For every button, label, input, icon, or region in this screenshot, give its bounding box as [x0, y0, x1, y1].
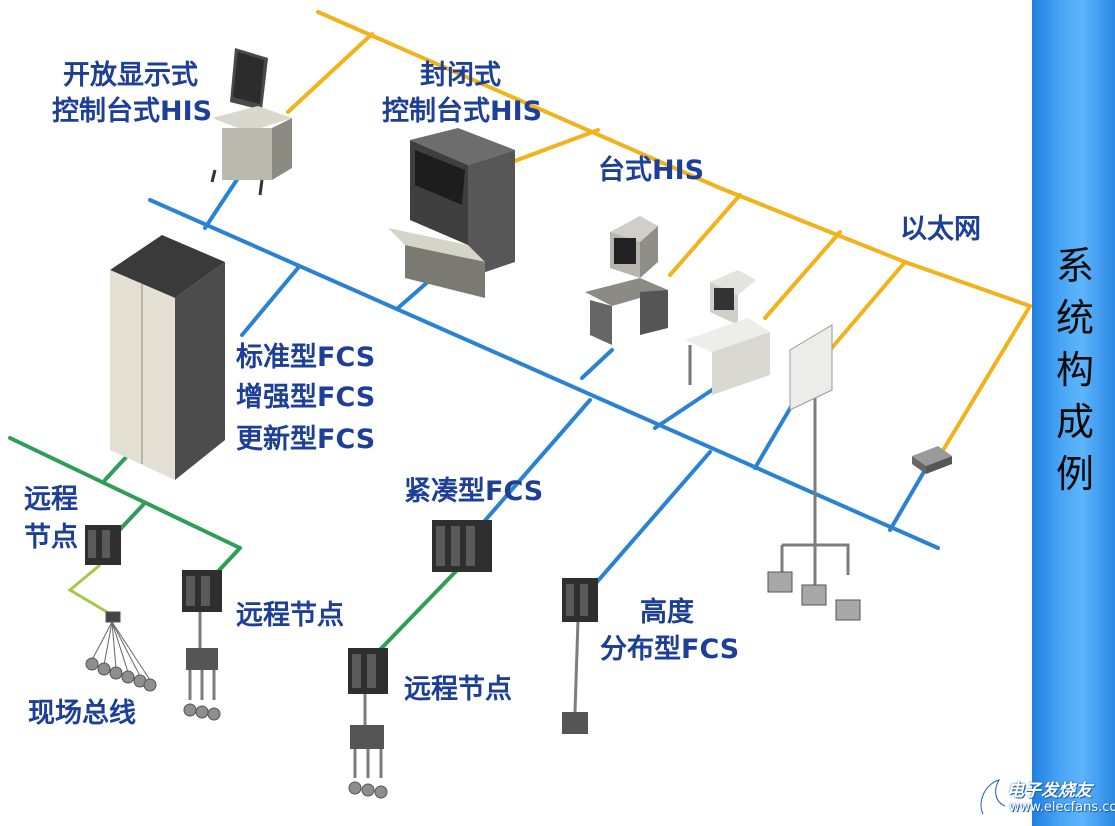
control-bus-vnet: [148, 173, 940, 592]
watermark-text: 电子发烧友: [1007, 781, 1092, 801]
label-fcs-standard: 标准型FCS: [236, 342, 376, 373]
remote-io-bus: [8, 436, 464, 660]
label-fieldbus: 现场总线: [28, 698, 136, 729]
label-closed-his-2: 控制台式HIS: [382, 96, 543, 127]
closed-console-his: [388, 128, 515, 298]
io-field-devices: [183, 571, 861, 799]
open-console-his: [210, 48, 292, 196]
label-desk-his: 台式HIS: [598, 155, 705, 186]
label-ethernet: 以太网: [900, 214, 981, 245]
distributed-fcs-unit: [562, 578, 598, 734]
pc-workstation: [685, 270, 770, 395]
label-distributed-fcs: 高度: [640, 597, 694, 628]
remote-node-b: [182, 570, 222, 670]
watermark-logo-icon: [979, 777, 1006, 815]
side-title-char: 统: [1055, 296, 1094, 340]
watermark-url: www.elecfans.com: [1009, 800, 1115, 815]
label-closed-his: 封闭式: [420, 60, 501, 91]
side-title-char: 构: [1055, 348, 1094, 392]
gateway-panel: [789, 324, 833, 411]
label-remote-node-a: 远程: [24, 484, 78, 515]
desktop-his: [585, 216, 668, 345]
bridge-device: [912, 446, 952, 474]
remote-node-a: [85, 525, 121, 565]
label-remote-node-a-2: 节点: [24, 522, 78, 553]
compact-fcs-unit: [432, 520, 492, 572]
side-title-char: 例: [1055, 452, 1094, 496]
side-panel: [1032, 0, 1115, 826]
system-diagram: [8, 10, 1032, 799]
label-remote-node-c: 远程节点: [404, 674, 512, 705]
ethernet-network: [286, 10, 1032, 454]
fieldbus-devices: [85, 611, 157, 692]
side-title-char: 系: [1055, 244, 1094, 288]
side-title: 系 统 构 成 例: [1045, 240, 1105, 500]
label-open-his: 开放显示式: [63, 60, 198, 91]
label-remote-node-b: 远程节点: [236, 600, 344, 631]
label-fcs-updated: 更新型FCS: [236, 424, 376, 455]
remote-node-c: [348, 648, 388, 749]
label-distributed-fcs-2: 分布型FCS: [600, 634, 740, 665]
fieldbus-cable: [67, 563, 113, 617]
label-compact-fcs: 紧凑型FCS: [404, 476, 544, 507]
io-cables: [188, 395, 850, 778]
fcs-cabinet: [110, 235, 225, 480]
side-title-char: 成: [1055, 400, 1094, 444]
label-fcs-enhanced: 增强型FCS: [236, 382, 376, 413]
label-open-his-2: 控制台式HIS: [52, 96, 213, 127]
